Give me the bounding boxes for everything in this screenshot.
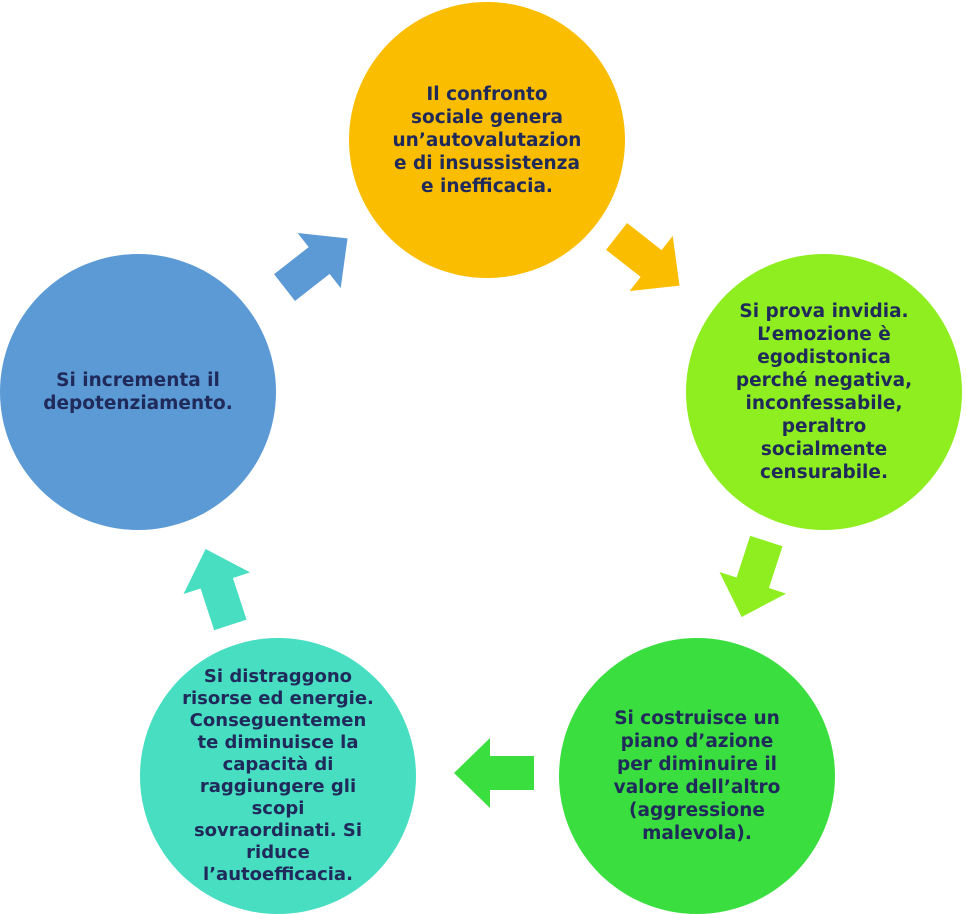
arrow-icon — [708, 530, 799, 628]
cycle-node-action-plan: Si costruisce un piano d’azione per dimi… — [559, 638, 835, 914]
node-text: Si costruisce un piano d’azione per dimi… — [613, 708, 781, 844]
node-text: Il confronto sociale genera un’autovalut… — [392, 83, 582, 197]
node-text: Si distraggono risorse ed energie. Conse… — [182, 666, 374, 885]
arrow-icon — [263, 211, 369, 315]
arrow-icon — [595, 209, 701, 313]
node-text: Si incrementa il depotenziamento. — [43, 370, 233, 414]
arrow-icon — [172, 538, 263, 636]
cycle-node-envy: Si prova invidia. L’emozione è egodiston… — [686, 254, 962, 530]
cycle-node-disempowerment: Si incrementa il depotenziamento. — [0, 254, 276, 530]
cycle-node-resources-drained: Si distraggono risorse ed energie. Conse… — [140, 638, 416, 914]
arrow-icon — [454, 738, 534, 808]
cycle-node-social-comparison: Il confronto sociale genera un’autovalut… — [349, 2, 625, 278]
node-text: Si prova invidia. L’emozione è egodiston… — [735, 301, 913, 483]
